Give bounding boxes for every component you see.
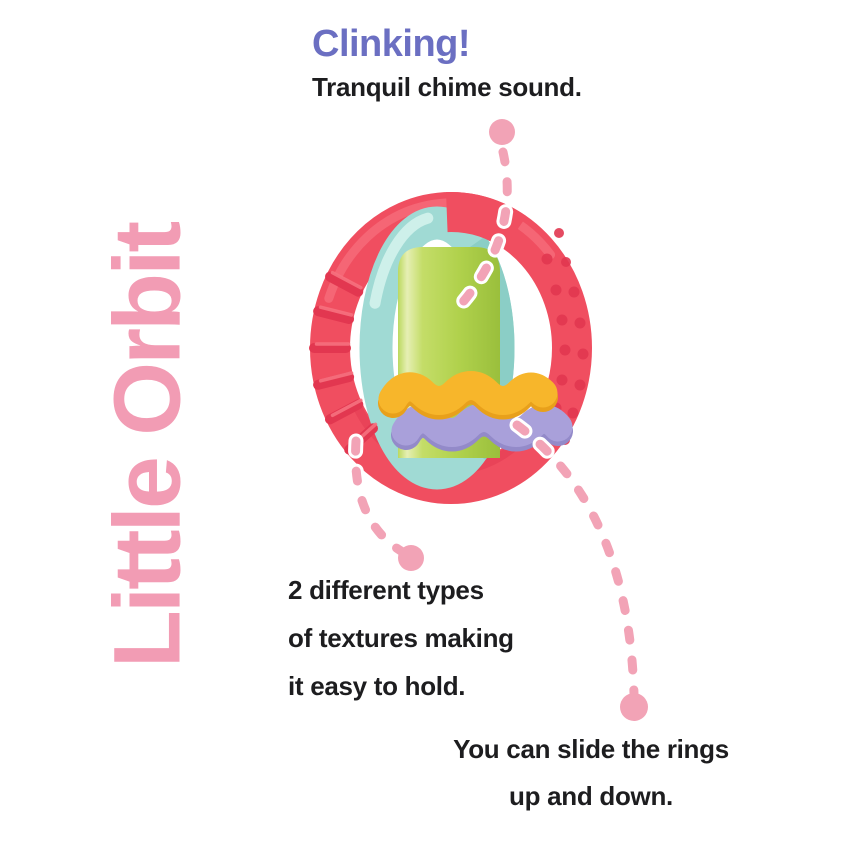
texture-line-2: of textures making xyxy=(288,623,514,653)
texture-callout: 2 different types of textures making it … xyxy=(288,566,514,710)
bump xyxy=(550,284,562,296)
bump xyxy=(561,257,571,267)
rib xyxy=(325,271,364,297)
connector-dashes xyxy=(512,420,639,699)
connector-texture xyxy=(348,433,424,571)
bump xyxy=(577,348,589,360)
rib-highlight xyxy=(318,305,354,317)
rib xyxy=(313,372,355,390)
purple-wave-ring xyxy=(391,403,573,452)
bump xyxy=(574,379,586,391)
bump xyxy=(556,374,568,386)
yellow-wave-ring xyxy=(378,371,558,420)
texture-line-3: it easy to hold. xyxy=(288,671,466,701)
bump xyxy=(568,286,580,298)
rib xyxy=(313,306,355,324)
yellow-wave-body xyxy=(378,371,558,415)
rib-highlight xyxy=(318,371,354,383)
connector-dot xyxy=(398,545,424,571)
connector-dot xyxy=(620,693,648,721)
slide-callout: You can slide the rings up and down. xyxy=(440,726,742,820)
product-title: Little Orbit xyxy=(94,223,201,669)
bump xyxy=(541,253,553,265)
bump xyxy=(554,228,564,238)
chime-subtext: Tranquil chime sound. xyxy=(312,72,582,102)
outer-ring-front-overlap xyxy=(446,192,527,250)
bump xyxy=(567,407,579,419)
bump xyxy=(556,314,568,326)
slide-line-1: You can slide the rings xyxy=(453,734,729,764)
outer-ring-highlight xyxy=(324,198,556,303)
bump xyxy=(559,344,571,356)
connector-dashes xyxy=(351,436,406,556)
connector-dot xyxy=(489,119,515,145)
ring-dot-texture xyxy=(541,228,589,445)
texture-line-1: 2 different types xyxy=(288,575,484,605)
bump xyxy=(574,317,586,329)
connector-slide xyxy=(509,417,648,721)
slide-line-2: up and down. xyxy=(509,781,673,811)
connector-chime xyxy=(448,119,515,318)
purple-wave-body xyxy=(391,403,573,447)
inner-ring-highlight xyxy=(369,212,434,309)
rib-highlight xyxy=(330,270,363,290)
rib-highlight xyxy=(330,398,363,418)
chime-heading: Clinking! xyxy=(312,23,471,65)
connector-dashes xyxy=(451,147,512,315)
chime-callout: Clinking! Tranquil chime sound. xyxy=(312,22,582,103)
rib xyxy=(325,399,364,425)
